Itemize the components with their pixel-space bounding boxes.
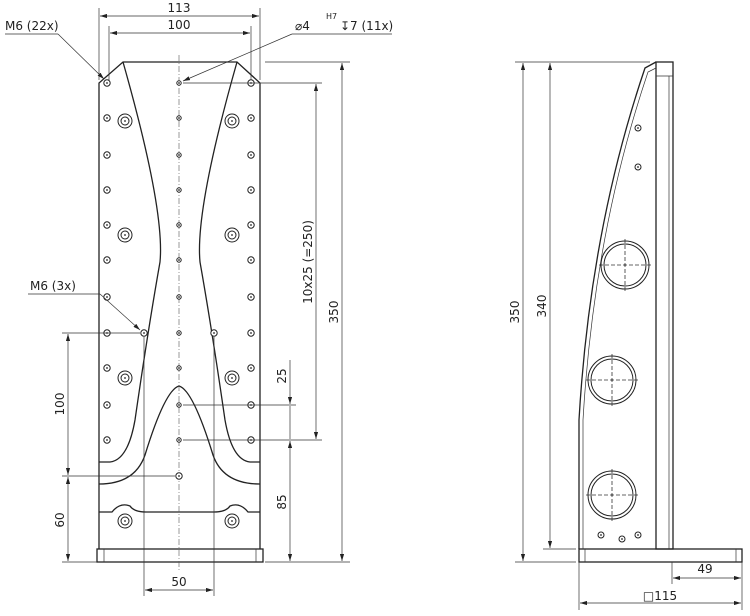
dim-113: 113 — [168, 1, 191, 15]
callout-pin-diameter: ⌀4 — [295, 19, 310, 33]
callout-m6-22x: M6 (22x) — [5, 19, 59, 33]
side-back-plate — [655, 61, 674, 550]
front-center-arch — [98, 385, 261, 485]
dim-100-height: 100 — [53, 393, 67, 416]
dim-pitch: 10x25 (=250) — [301, 220, 315, 304]
front-left-pocket — [99, 61, 162, 463]
callout-m6-3x: M6 (3x) — [30, 279, 76, 293]
front-base-flange — [96, 548, 264, 563]
side-view — [578, 61, 743, 563]
front-right-pocket — [198, 61, 260, 463]
dim-340: 340 — [535, 295, 549, 318]
dim-350-front: 350 — [327, 301, 341, 324]
front-outline — [98, 61, 261, 549]
front-dimensions: 113 100 M6 (22x) ⌀4 H7 ↧7 (11x) M6 (3x) … — [5, 1, 393, 596]
callout-pin-depth: ↧7 (11x) — [340, 19, 393, 33]
side-dimensions: 350 340 49 □115 — [508, 61, 743, 610]
dim-85: 85 — [275, 494, 289, 509]
callout-pin-tolerance: H7 — [326, 12, 337, 21]
dim-50: 50 — [171, 575, 186, 589]
dim-350-side: 350 — [508, 301, 522, 324]
dim-100-width: 100 — [168, 18, 191, 32]
side-curved-rib — [578, 61, 657, 549]
dim-60: 60 — [53, 512, 67, 527]
dim-49: 49 — [697, 562, 712, 576]
dim-115-square: □115 — [643, 589, 677, 603]
dim-25: 25 — [275, 368, 289, 383]
front-lower-rib — [99, 504, 260, 513]
front-view — [96, 55, 264, 570]
side-base-plate — [578, 548, 743, 563]
